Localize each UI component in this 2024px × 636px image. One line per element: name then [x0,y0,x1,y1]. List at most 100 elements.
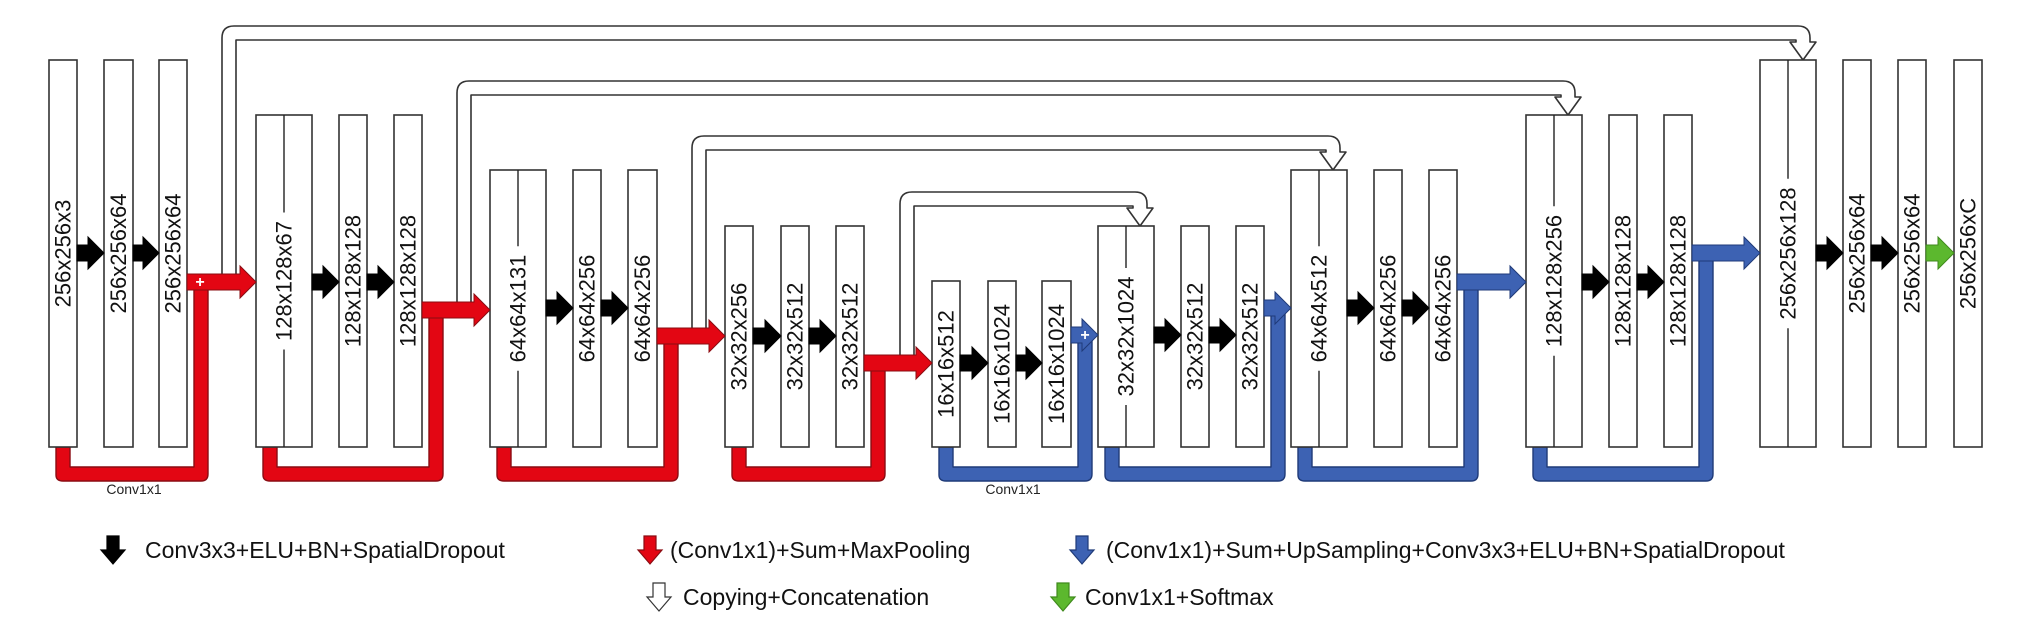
block-label: 128x128x128 [396,215,421,347]
block-label: 256x256x64 [106,194,131,314]
block-rect [724,225,754,448]
softmax-legend-icon [1049,582,1077,612]
feature-block: 16x16x512 [931,280,961,448]
block-label: 16x16x1024 [1044,304,1069,424]
feature-block: 128x128x256 [1525,114,1583,448]
feature-block: 256x256x64 [1842,59,1872,448]
conv-arrow [1015,345,1043,381]
feature-block: 64x64x131 [489,169,547,448]
feature-block: 256x256x64 [1897,59,1927,448]
conv-arrow [366,264,395,300]
block-rect [572,169,602,448]
feature-block: 256x256xC [1953,59,1983,448]
block-label: 128x128x256 [1542,215,1567,347]
conv-arrow [76,235,105,271]
upsample-arrow [1456,264,1527,300]
block-label: 256x256x64 [161,194,186,314]
conv-arrow [600,290,629,326]
block-rect [1041,280,1072,448]
maxpool-legend-icon [636,535,664,565]
block-label: 16x16x1024 [990,304,1015,424]
conv1x1-label-encoder: Conv1x1 [106,481,161,497]
feature-block: 32x32x1024 [1097,225,1155,448]
flow-arrows: ++ [76,235,1955,381]
block-label: 256x256x128 [1776,187,1801,319]
block-rect [835,225,865,448]
block-rect [338,114,368,448]
conv-arrow [1815,235,1844,271]
block-label: 32x32x512 [1238,283,1263,391]
legend: Conv3x3+ELU+BN+SpatialDropout (Conv1x1)+S… [99,535,1785,612]
block-label: 256x256x64 [1900,194,1925,314]
block-label: 32x32x256 [727,283,752,391]
block-label: 256x256xC [1956,198,1981,309]
conv-arrow [545,290,574,326]
block-label: 128x128x128 [1666,215,1691,347]
block-label: 128x128x128 [341,215,366,347]
feature-block: 32x32x512 [1180,225,1210,448]
feature-block: 256x256x64 [158,59,188,448]
block-label: 64x64x256 [575,255,600,363]
feature-block: 128x128x67 [255,114,313,448]
feature-block: 256x256x3 [48,59,78,448]
legend-label: Conv1x1+Softmax [1085,584,1274,610]
feature-block: 32x32x512 [780,225,810,448]
block-rect [1953,59,1983,448]
block-rect [103,59,134,448]
feature-block: 128x128x128 [338,114,368,448]
feature-block: 64x64x256 [572,169,602,448]
block-label: 256x256x64 [1845,194,1870,314]
maxpool-arrow [656,318,726,354]
feature-block: 128x128x128 [393,114,423,448]
feature-block: 128x128x128 [1663,114,1693,448]
feature-block: 256x256x128 [1759,59,1817,448]
block-label: 32x32x512 [783,283,808,391]
upsample-arrow [1070,317,1099,353]
conv-arrow [1870,235,1899,271]
feature-block: 64x64x256 [1428,169,1458,448]
conv-arrow [132,235,160,271]
conv-arrow [1346,290,1375,326]
sum-symbol: + [195,274,204,291]
feature-block: 32x32x256 [724,225,754,448]
block-label: 32x32x1024 [1114,277,1139,397]
block-rect [1235,225,1265,448]
block-label: 64x64x512 [1307,255,1332,363]
block-label: 128x128x128 [1611,215,1636,347]
conv-arrow [1153,317,1182,353]
softmax-arrow [1925,235,1955,271]
maxpool-arrow [863,345,933,381]
legend-label: (Conv1x1)+Sum+MaxPooling [670,537,970,563]
feature-block: 64x64x512 [1290,169,1348,448]
conv-arrow [1208,317,1237,353]
feature-map-blocks: 256x256x3 256x256x64 256x256x64 128x128x67 1… [48,59,1983,448]
upsample-legend-icon [1068,535,1096,565]
copy-legend-icon [645,582,673,612]
block-rect [1180,225,1210,448]
block-label: 64x64x131 [506,255,531,363]
conv-arrow [1401,290,1430,326]
block-rect [1608,114,1638,448]
feature-block: 16x16x1024 [1041,280,1072,448]
block-rect [158,59,188,448]
block-rect [1897,59,1927,448]
feature-block: 256x256x64 [103,59,134,448]
upsample-arrow [1691,235,1761,271]
legend-label: Conv3x3+ELU+BN+SpatialDropout [145,537,506,563]
conv-arrow [959,345,989,381]
block-label: 256x256x3 [51,200,76,308]
block-label: 128x128x67 [272,221,297,341]
upsample-arrow [1263,290,1292,326]
conv-arrow [1636,264,1665,300]
feature-block: 64x64x256 [1373,169,1403,448]
legend-label: Copying+Concatenation [683,584,929,610]
legend-label: (Conv1x1)+Sum+UpSampling+Conv3x3+ELU+BN+… [1106,537,1785,563]
block-rect [1842,59,1872,448]
block-label: 64x64x256 [630,255,655,363]
block-label: 64x64x256 [1376,255,1401,363]
feature-block: 64x64x256 [627,169,658,448]
maxpool-arrow [186,264,257,300]
conv-arrow [1581,264,1610,300]
conv1x1-label-bottleneck: Conv1x1 [985,481,1040,497]
block-label: 32x32x512 [838,283,863,391]
